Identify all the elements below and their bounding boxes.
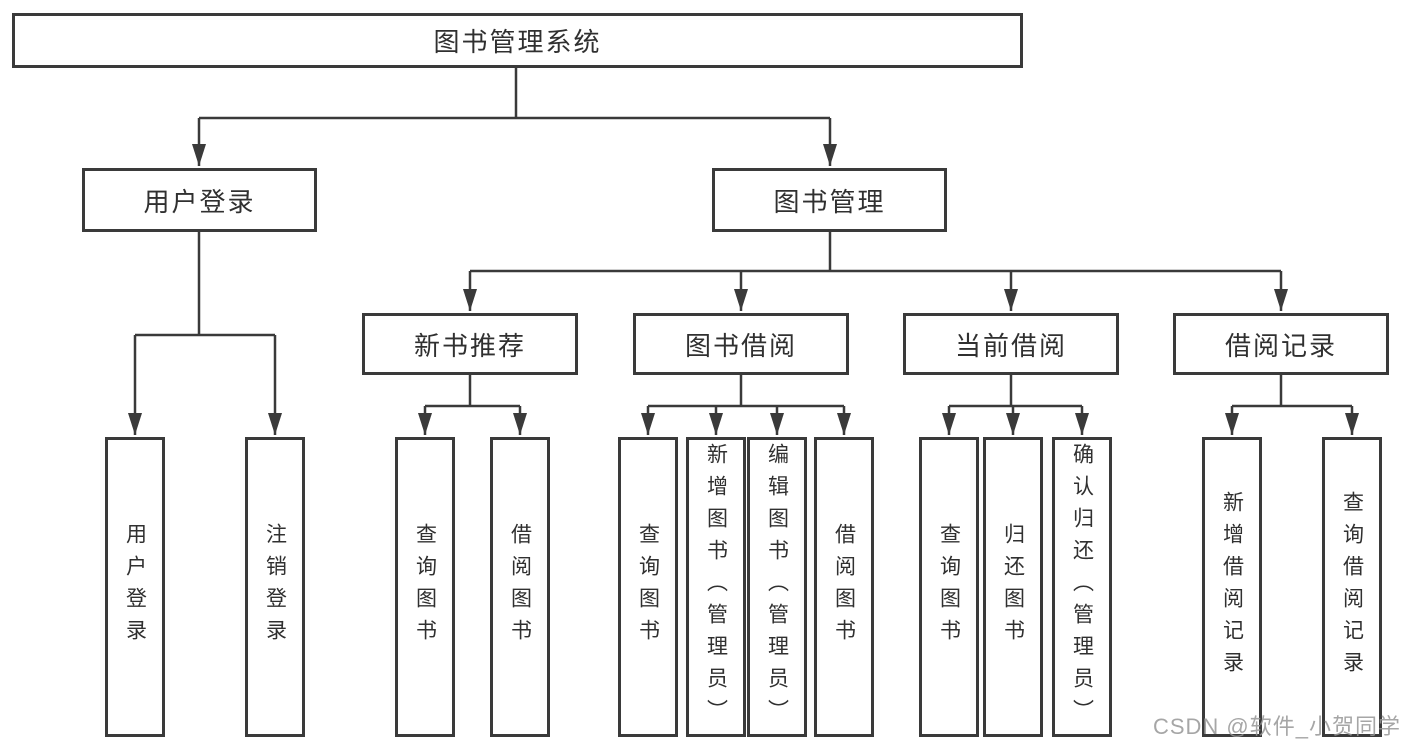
leaf-edit-book-admin-label: 编辑图书（管理员） <box>765 443 789 731</box>
leaf-query-borrow-record: 查询借阅记录 <box>1322 437 1382 737</box>
node-book-borrowing: 图书借阅 <box>633 313 849 375</box>
leaf-borrow-books-borrowing-label: 借阅图书 <box>832 523 856 651</box>
node-new-book-recommendation: 新书推荐 <box>362 313 578 375</box>
node-root-library-system: 图书管理系统 <box>12 13 1023 68</box>
leaf-logout: 注销登录 <box>245 437 305 737</box>
node-book-management-branch: 图书管理 <box>712 168 947 232</box>
leaf-borrow-books-borrowing: 借阅图书 <box>814 437 874 737</box>
leaf-add-book-admin-label: 新增图书（管理员） <box>704 443 728 731</box>
leaf-confirm-return-admin-label: 确认归还（管理员） <box>1070 443 1094 731</box>
leaf-query-books-recommend-label: 查询图书 <box>413 523 437 651</box>
leaf-query-books-recommend: 查询图书 <box>395 437 455 737</box>
leaf-query-books-borrowing-label: 查询图书 <box>636 523 660 651</box>
leaf-query-books-borrowing: 查询图书 <box>618 437 678 737</box>
node-user-login-branch: 用户登录 <box>82 168 317 232</box>
node-current-borrowing: 当前借阅 <box>903 313 1119 375</box>
leaf-confirm-return-admin: 确认归还（管理员） <box>1052 437 1112 737</box>
leaf-borrow-books-recommend: 借阅图书 <box>490 437 550 737</box>
leaf-logout-label: 注销登录 <box>263 523 287 651</box>
leaf-add-borrow-record-label: 新增借阅记录 <box>1220 491 1244 683</box>
csdn-watermark: CSDN @软件_小贺同学 <box>1152 714 1401 739</box>
leaf-add-borrow-record: 新增借阅记录 <box>1202 437 1262 737</box>
leaf-user-login: 用户登录 <box>105 437 165 737</box>
leaf-user-login-label: 用户登录 <box>123 523 147 651</box>
leaf-query-books-current: 查询图书 <box>919 437 979 737</box>
leaf-edit-book-admin: 编辑图书（管理员） <box>747 437 807 737</box>
leaf-query-books-current-label: 查询图书 <box>937 523 961 651</box>
leaf-query-borrow-record-label: 查询借阅记录 <box>1340 491 1364 683</box>
leaf-return-book-label: 归还图书 <box>1001 523 1025 651</box>
leaf-borrow-books-recommend-label: 借阅图书 <box>508 523 532 651</box>
leaf-return-book: 归还图书 <box>983 437 1043 737</box>
leaf-add-book-admin: 新增图书（管理员） <box>686 437 746 737</box>
node-borrowing-records: 借阅记录 <box>1173 313 1389 375</box>
